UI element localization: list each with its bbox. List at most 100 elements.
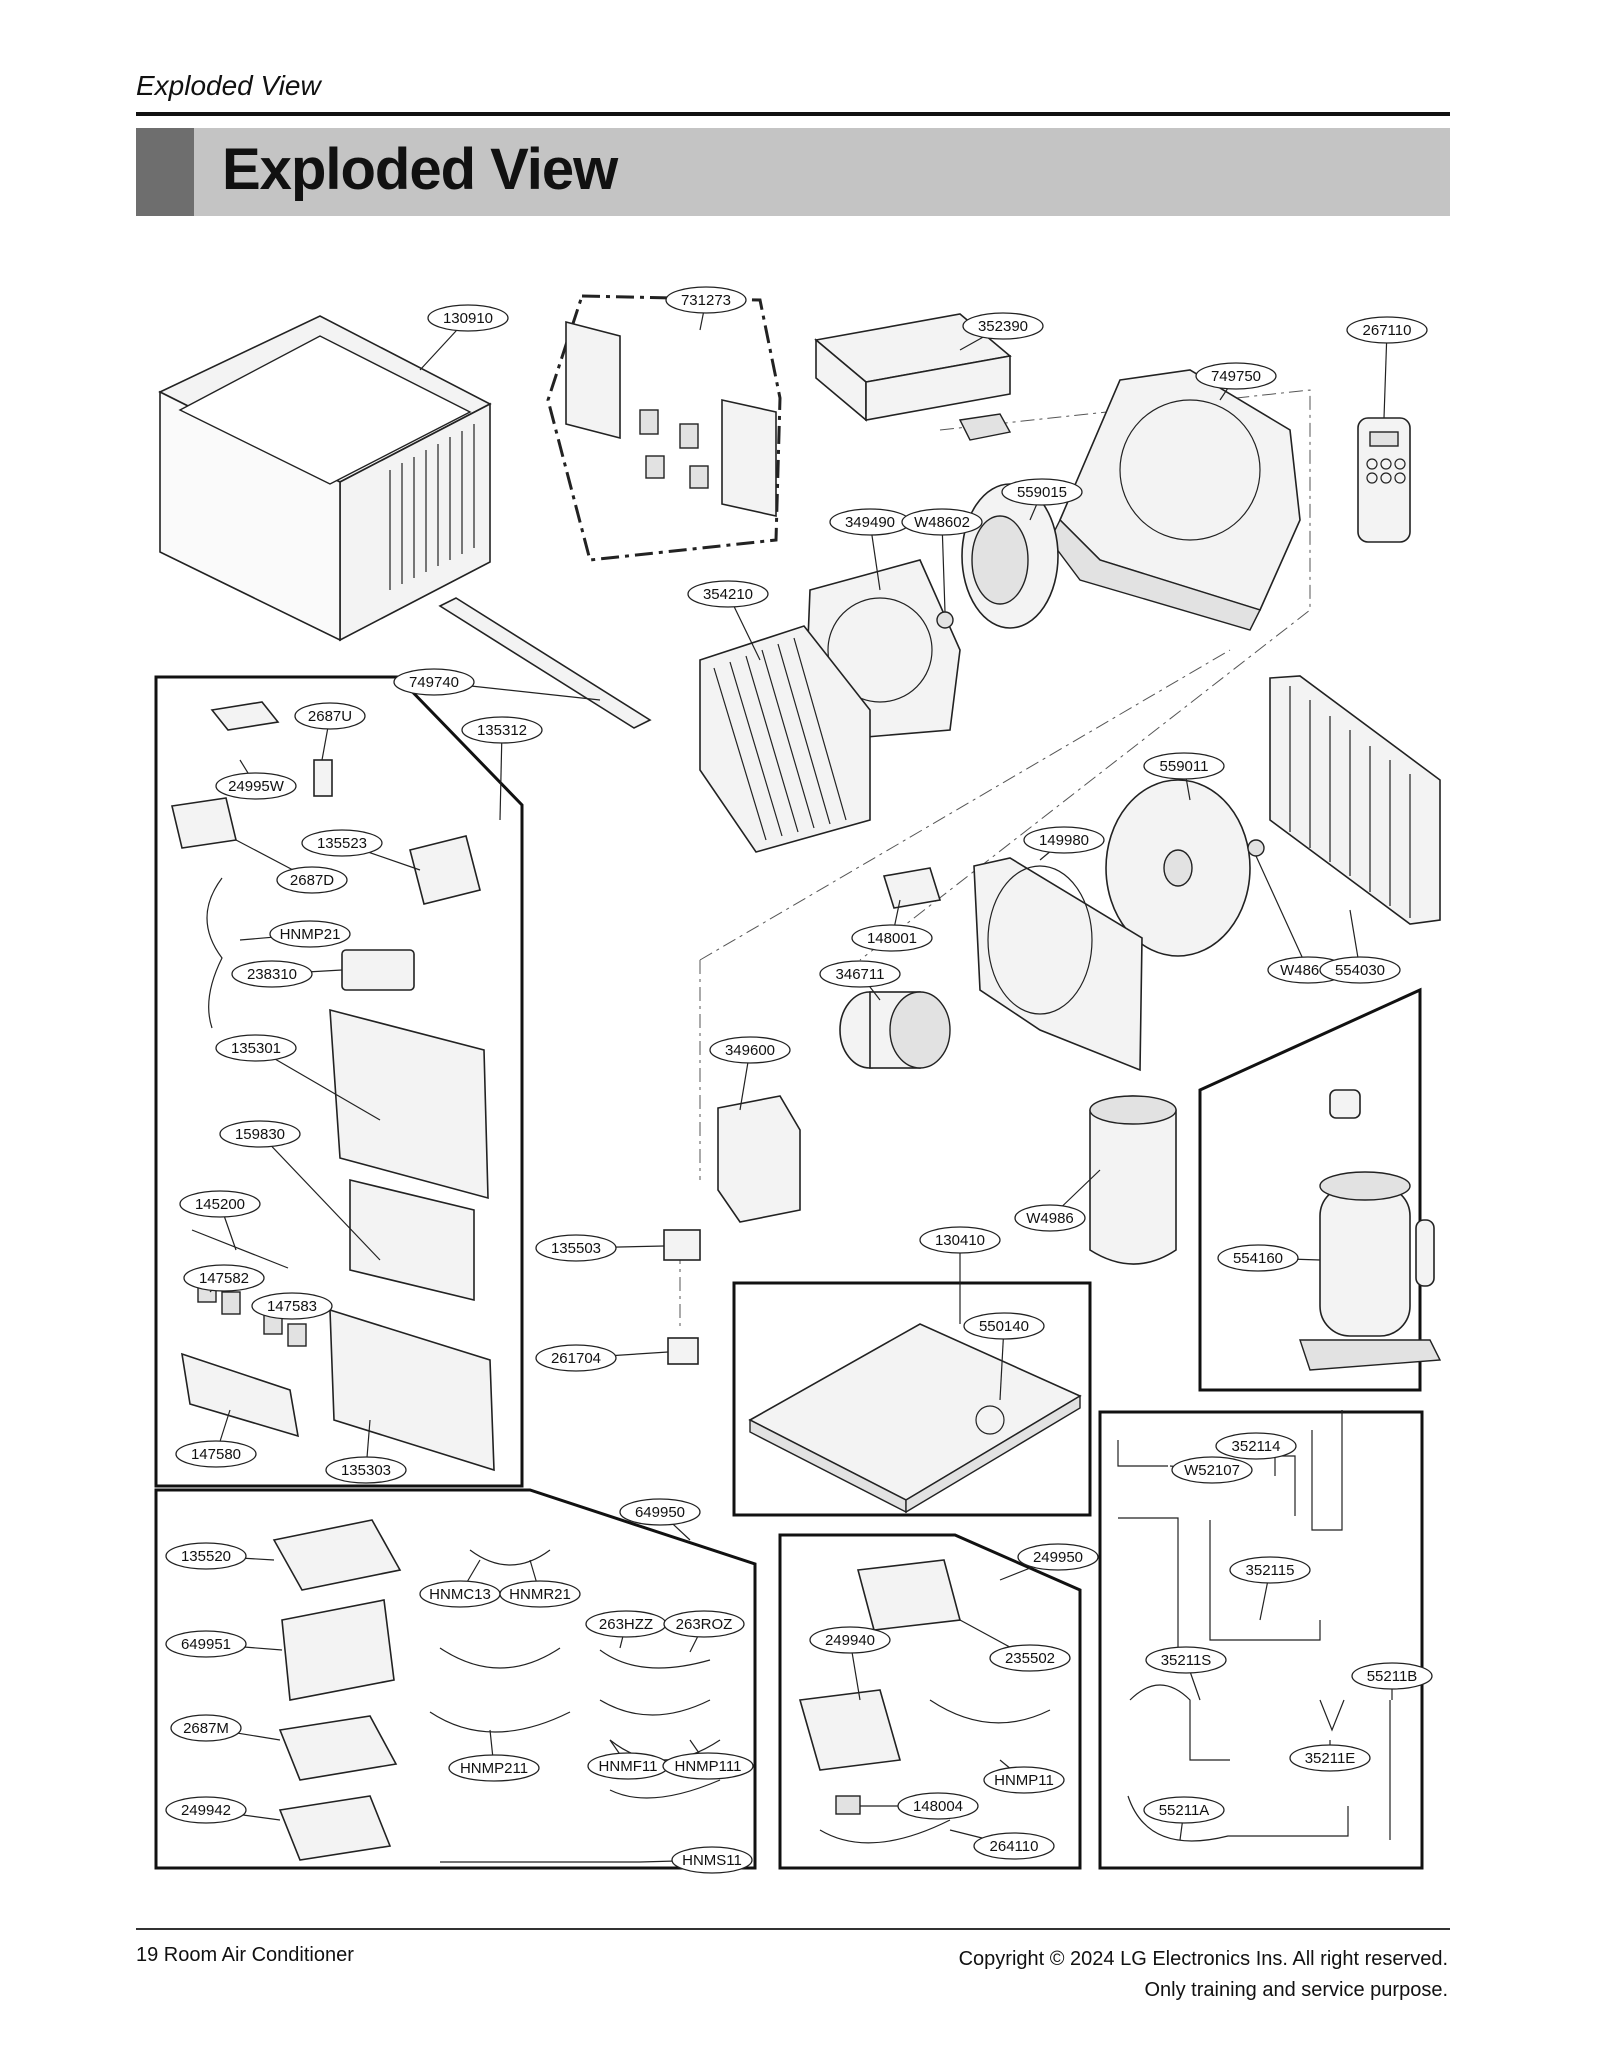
callout-oval — [1215, 1432, 1297, 1460]
callout-354210-8: 354210 — [687, 580, 769, 661]
callout-263roz-49: 263ROZ — [663, 1610, 745, 1653]
callout-554160-32: 554160 — [1217, 1244, 1321, 1272]
callout-oval — [294, 702, 366, 730]
callout-2687u-10: 2687U — [294, 702, 366, 761]
callout-145200-19: 145200 — [179, 1190, 261, 1251]
part-number-label: 249950 — [1033, 1549, 1083, 1566]
callout-oval — [1145, 1646, 1227, 1674]
part-number-label: 749740 — [409, 674, 459, 691]
callout-559011-24: 559011 — [1143, 752, 1225, 801]
callout-35211e-42: 35211E — [1289, 1740, 1371, 1772]
part-number-label: HNMP11 — [994, 1772, 1054, 1789]
callout-oval — [183, 1264, 265, 1292]
part-number-label: 554160 — [1233, 1250, 1283, 1267]
callout-550140-35: 550140 — [963, 1312, 1045, 1401]
group-outlines — [154, 294, 1424, 1870]
part-number-label: 35211E — [1305, 1750, 1356, 1767]
callout-346711-27: 346711 — [819, 960, 901, 1001]
part-number-label: 649951 — [181, 1636, 231, 1653]
section-banner: Exploded View — [136, 128, 1450, 216]
callout-55211b-41: 55211B — [1351, 1662, 1433, 1700]
inverter-group-outline — [778, 1533, 1082, 1870]
part-number-label: 235502 — [1005, 1650, 1055, 1667]
part-number-label: 135312 — [477, 722, 527, 739]
callout-oval — [535, 1344, 617, 1372]
guide-lines — [679, 389, 1311, 1330]
condenser-coil-part — [1269, 675, 1441, 925]
part-number-label: 55211B — [1367, 1668, 1418, 1685]
part-number-label: 55211A — [1159, 1802, 1210, 1819]
guide-mid — [699, 649, 1231, 961]
callout-554030-30: 554030 — [1319, 909, 1401, 984]
bracket-parts — [565, 320, 777, 517]
part-number-label: 264110 — [990, 1838, 1039, 1855]
callout-oval — [851, 924, 933, 952]
callout-w48602-7: W48602 — [901, 508, 983, 613]
callout-135312-11: 135312 — [461, 716, 543, 821]
callout-249942-55: 249942 — [165, 1796, 281, 1824]
callout-oval — [170, 1714, 242, 1742]
washer-2-part — [1247, 839, 1265, 857]
callout-749740-9: 749740 — [393, 668, 601, 701]
callout-55211a-43: 55211A — [1143, 1796, 1225, 1841]
callout-oval — [499, 1580, 581, 1608]
callout-135303-23: 135303 — [325, 1419, 407, 1484]
part-number-label: 135520 — [181, 1548, 231, 1565]
callout-130910-0: 130910 — [419, 304, 509, 371]
callout-oval — [1319, 956, 1401, 984]
part-number-label: 145200 — [195, 1196, 245, 1213]
part-number-label: 135303 — [341, 1462, 391, 1479]
callout-24995w-12: 24995W — [215, 759, 297, 800]
callout-649950-44: 649950 — [619, 1498, 701, 1541]
callout-267110-3: 267110 — [1346, 316, 1428, 419]
motor-mount-part — [717, 1095, 801, 1223]
bracket-148001-part — [882, 867, 942, 909]
part-number-label: 147582 — [199, 1270, 249, 1287]
part-number-label: 352390 — [978, 318, 1028, 335]
part-number-label: 135523 — [317, 835, 367, 852]
housing-part — [1049, 369, 1301, 631]
callout-135301-17: 135301 — [215, 1034, 381, 1121]
callout-oval — [1351, 1662, 1433, 1690]
compressor-jacket-part — [1089, 1095, 1177, 1265]
part-number-label: 550140 — [979, 1318, 1029, 1335]
part-number-label: 352115 — [1246, 1562, 1295, 1579]
callout-oval — [1143, 1796, 1225, 1824]
part-number-label: 749750 — [1211, 368, 1261, 385]
callout-2687d-14: 2687D — [235, 839, 348, 894]
propeller-fan-part — [1105, 779, 1251, 957]
leader-line — [499, 729, 503, 821]
remote-control-part — [1357, 417, 1411, 543]
part-number-label: 159830 — [235, 1126, 285, 1143]
footer-rule — [136, 1928, 1450, 1930]
callout-oval — [963, 1312, 1045, 1340]
part-number-label: HNMC13 — [429, 1586, 491, 1603]
shroud-part — [973, 857, 1143, 1072]
callout-261704-36: 261704 — [535, 1344, 669, 1372]
base-group-outline — [732, 1281, 1092, 1517]
part-number-label: 263HZZ — [599, 1616, 653, 1633]
compressor-group-outline — [1198, 987, 1422, 1392]
callout-hnmc13-46: HNMC13 — [419, 1559, 501, 1608]
part-number-label: 249940 — [825, 1632, 875, 1649]
part-number-label: 559011 — [1160, 758, 1209, 775]
washer-part — [936, 611, 954, 629]
leader-line — [255, 1047, 381, 1121]
filter-box-part — [814, 313, 1012, 441]
callout-hnms11-56: HNMS11 — [639, 1846, 753, 1874]
callout-oval — [662, 1752, 754, 1780]
callout-264110-62: 264110 — [949, 1829, 1055, 1860]
callout-oval — [901, 508, 983, 536]
callout-oval — [1217, 1244, 1299, 1272]
part-number-label: 346711 — [836, 966, 885, 983]
callout-148001-26: 148001 — [851, 899, 933, 952]
callout-oval — [231, 960, 313, 988]
part-number-label: 238310 — [247, 966, 297, 983]
guide-upper — [859, 389, 1311, 961]
part-number-label: 148004 — [913, 1798, 963, 1815]
part-number-label: 649950 — [635, 1504, 685, 1521]
part-number-label: 249942 — [181, 1802, 231, 1819]
callout-249940-58: 249940 — [809, 1626, 891, 1701]
